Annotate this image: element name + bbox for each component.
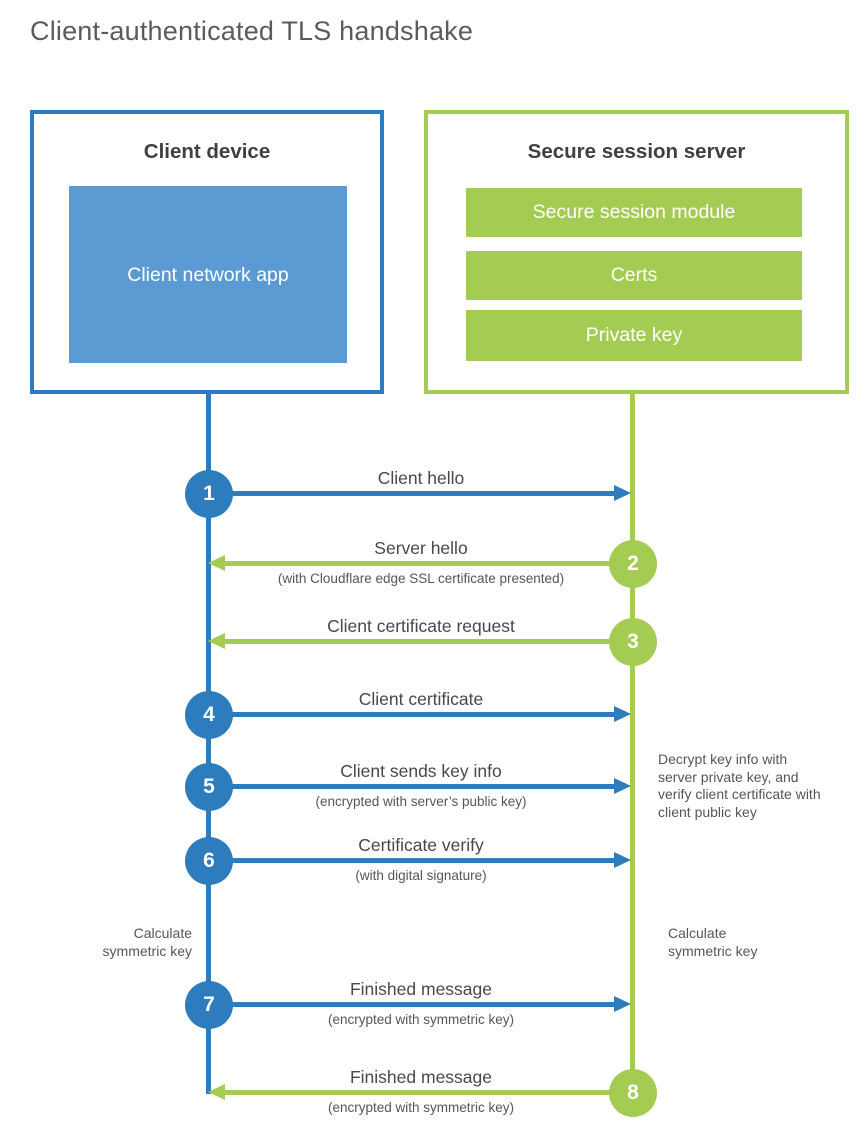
step-2-label: Server hello — [374, 538, 468, 558]
step-2: 2 Server hello (with Cloudflare edge SSL… — [185, 538, 657, 588]
client-device-title: Client device — [143, 140, 271, 163]
step-2-sublabel: (with Cloudflare edge SSL certificate pr… — [277, 571, 565, 586]
page-title: Client-authenticated TLS handshake — [30, 16, 474, 46]
client-lifeline — [206, 392, 211, 1094]
server-private-key-bar: Private key — [466, 310, 802, 361]
secure-session-server-title: Secure session server — [527, 140, 746, 163]
step-2-arrow-head-icon — [208, 555, 225, 571]
step-5-sublabel: (encrypted with server’s public key) — [315, 794, 527, 809]
calculate-symmetric-key-note-client: Calculate symmetric key — [102, 925, 192, 959]
step-8-label: Finished message — [349, 1067, 493, 1087]
server-certs-bar: Certs — [466, 251, 802, 300]
step-4-arrow-line — [231, 712, 615, 717]
step-8-arrow-line — [225, 1090, 611, 1095]
step-1-badge: 1 — [185, 470, 233, 518]
step-8-arrow-head-icon — [208, 1084, 225, 1100]
step-3-badge: 3 — [609, 618, 657, 666]
secure-session-server-box: Secure session server Secure session mod… — [424, 110, 849, 394]
step-7-sublabel: (encrypted with symmetric key) — [327, 1012, 515, 1027]
step-4: 4 Client certificate — [185, 689, 657, 739]
step-5-label: Client sends key info — [340, 761, 502, 781]
step-1-arrow-head-icon — [614, 485, 631, 501]
decrypt-key-note: Decrypt key info with server private key… — [658, 751, 821, 820]
step-6-arrow-head-icon — [614, 852, 631, 868]
server-module-bar: Secure session module — [466, 188, 802, 237]
step-1: 1 Client hello — [185, 468, 657, 518]
step-7-badge: 7 — [185, 981, 233, 1029]
step-8-badge: 8 — [609, 1069, 657, 1117]
step-2-badge: 2 — [609, 540, 657, 588]
client-network-app-box: Client network app — [69, 186, 347, 363]
step-6-badge: 6 — [185, 837, 233, 885]
step-7: 7 Finished message (encrypted with symme… — [185, 979, 657, 1029]
step-5-arrow-line — [231, 784, 615, 789]
step-5: 5 Client sends key info (encrypted with … — [185, 761, 657, 811]
step-3-label: Client certificate request — [327, 616, 515, 636]
calculate-symmetric-key-note-server: Calculate symmetric key — [668, 925, 758, 959]
step-8-sublabel: (encrypted with symmetric key) — [327, 1100, 515, 1115]
step-7-arrow-line — [231, 1002, 615, 1007]
step-6-label: Certificate verify — [358, 835, 484, 855]
step-4-arrow-head-icon — [614, 706, 631, 722]
step-6: 6 Certificate verify (with digital signa… — [185, 835, 657, 885]
step-3-arrow-head-icon — [208, 633, 225, 649]
step-6-sublabel: (with digital signature) — [355, 868, 487, 883]
step-1-arrow-line — [231, 491, 615, 496]
server-lifeline — [630, 392, 635, 1093]
step-6-arrow-line — [231, 858, 615, 863]
step-3-arrow-line — [225, 639, 611, 644]
step-5-arrow-head-icon — [614, 778, 631, 794]
step-4-badge: 4 — [185, 691, 233, 739]
step-3: 3 Client certificate request — [185, 616, 657, 666]
step-7-label: Finished message — [349, 979, 493, 999]
client-device-box: Client device Client network app — [30, 110, 384, 394]
step-1-label: Client hello — [377, 468, 465, 488]
step-7-arrow-head-icon — [614, 996, 631, 1012]
step-5-badge: 5 — [185, 763, 233, 811]
client-network-app-label: Client network app — [127, 263, 289, 286]
step-8: 8 Finished message (encrypted with symme… — [185, 1067, 657, 1117]
step-4-label: Client certificate — [358, 689, 484, 709]
step-2-arrow-line — [225, 561, 611, 566]
